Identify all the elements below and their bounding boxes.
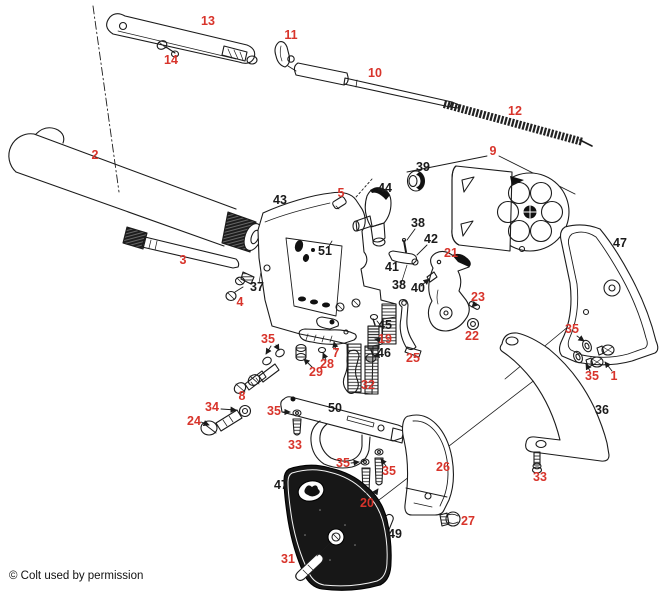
ejector-spring-drawing: [442, 100, 593, 147]
hammer-top-drawing: [352, 187, 392, 247]
copyright-caption: © Colt used by permission: [9, 570, 144, 582]
sear-and-bolt-drawing: [295, 316, 357, 362]
housing-screw-drawing: [156, 40, 180, 58]
part5-drawing: [332, 196, 347, 210]
ejector-rod-drawing: [293, 62, 460, 109]
hammer-drawing: [426, 250, 471, 332]
backstrap-drawing: [499, 332, 610, 462]
ejector-head-drawing: [274, 41, 297, 72]
left-frame-screws-drawing: [233, 348, 285, 394]
trigger-drawing: [342, 349, 360, 395]
front-strap-drawing: [401, 414, 455, 516]
washer-and-screw-drawing: [200, 404, 252, 436]
base-pin-drawing: [122, 226, 240, 269]
firing-pin-and-catch-drawing: [388, 237, 419, 285]
right-grip-screws-drawing: [573, 339, 615, 368]
strap-screw-drawing: [439, 511, 461, 527]
ejector-housing-drawing: [106, 13, 258, 65]
cylinder-bushing-drawing: [406, 170, 426, 192]
backstrap-screw-drawing: [531, 451, 543, 474]
hand-drawing: [398, 299, 422, 358]
grip-screw-drawing: [295, 541, 332, 582]
guard-screw-left-drawing: [292, 409, 302, 436]
cylinder-drawing: [451, 165, 570, 253]
leader-arrows: [200, 228, 613, 500]
right-grip-panel-drawing: [558, 224, 659, 366]
